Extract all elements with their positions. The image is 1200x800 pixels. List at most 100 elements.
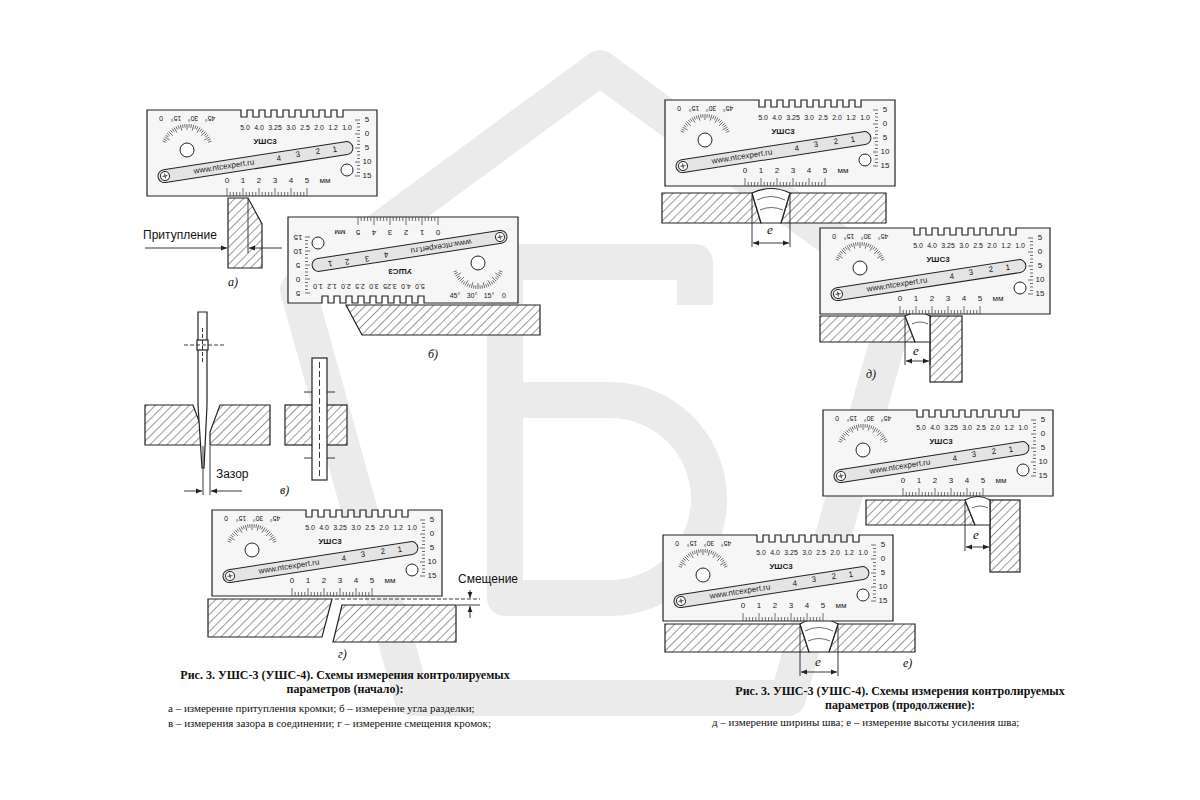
- ruler-tick: [361, 217, 362, 221]
- ruler-tick: [301, 592, 302, 596]
- ruler-tick: [349, 592, 350, 596]
- scale-number: 4.0: [930, 424, 940, 431]
- scale-number: 5.0: [756, 549, 766, 556]
- ruler-tick: [954, 492, 955, 496]
- extension-line: [457, 605, 480, 606]
- scale-tick: [422, 551, 425, 552]
- gauge-drawing: [147, 110, 377, 196]
- scale-tick: [420, 576, 425, 577]
- ruler-tick: [944, 492, 945, 496]
- scale-tick: [875, 120, 878, 121]
- gauge-hole: [857, 589, 869, 601]
- ruler-tick: [784, 617, 785, 621]
- ruler-tick: [370, 217, 371, 221]
- angle-tick: [717, 555, 719, 558]
- scale-tick: [357, 144, 360, 145]
- ruler-tick: [243, 188, 244, 196]
- scale-number: 3.0: [369, 283, 379, 290]
- ruler-tick: [434, 217, 435, 221]
- scale-number: 4: [805, 602, 809, 610]
- scale-tick: [422, 569, 425, 570]
- callout-label: Смещение: [458, 573, 518, 586]
- extension-line: [800, 626, 801, 676]
- scale-number: мм: [996, 477, 1007, 485]
- scale-number: 2: [344, 256, 350, 265]
- callout-label: Зазор: [216, 468, 249, 481]
- ruler-tick: [233, 192, 234, 196]
- plate: [781, 193, 886, 223]
- angle-tick: [270, 535, 273, 537]
- scale-number: УШС3: [769, 563, 792, 571]
- ruler-tick: [796, 182, 797, 186]
- angle-tick: [201, 130, 203, 133]
- weld-bead: [965, 497, 990, 526]
- scale-number: 15: [879, 597, 888, 605]
- ruler-tick: [802, 182, 803, 186]
- angle-tick: [688, 120, 690, 123]
- ruler-tick: [751, 182, 752, 186]
- scale-tick: [1033, 469, 1036, 470]
- ruler-tick: [294, 192, 295, 196]
- dimension-letter: е: [973, 528, 979, 542]
- weld-bead: [800, 619, 838, 653]
- scale-tick: [305, 279, 310, 280]
- angle-tick: [241, 526, 242, 529]
- scale-number: 15°: [847, 415, 858, 422]
- scale-number: 3.0: [959, 242, 969, 249]
- scale-number: мм: [838, 167, 849, 175]
- angle-tick: [187, 124, 188, 130]
- angle-tick: [881, 435, 884, 437]
- ruler-tick: [362, 592, 363, 596]
- scale-tick: [422, 523, 425, 524]
- ruler-tick: [793, 178, 794, 186]
- scale-number: 15: [363, 172, 372, 180]
- extension-line: [248, 198, 249, 253]
- plate: [930, 316, 962, 382]
- angle-tick: [265, 529, 267, 532]
- ruler-tick: [789, 182, 790, 186]
- scale-number: 0: [901, 477, 905, 485]
- ruler-tick: [367, 217, 368, 221]
- scale-number: 3: [946, 295, 950, 303]
- ruler-tick: [745, 178, 746, 186]
- scale-tick: [420, 548, 425, 549]
- ruler-tick: [307, 188, 308, 196]
- scale-number: 15°: [689, 105, 700, 112]
- scale-number: 45°: [270, 515, 281, 522]
- angle-tick: [163, 139, 166, 140]
- scale-number: 1.2: [393, 524, 403, 531]
- weld-layer: [757, 197, 785, 201]
- angle-tick: [696, 116, 697, 119]
- figure-letter: г): [338, 648, 347, 661]
- scale-number: 3.25: [944, 424, 958, 431]
- scale-tick: [873, 555, 876, 556]
- gauge-hole: [245, 543, 259, 557]
- figure-letter: б): [428, 348, 438, 361]
- scale-tick: [422, 558, 425, 559]
- welding-gauge: 015°30°45°5.04.03.253.02.52.01.21.0УШС3w…: [288, 217, 518, 303]
- angle-tick: [870, 245, 873, 250]
- scale-number: 5: [430, 544, 434, 552]
- ruler-tick: [970, 492, 971, 496]
- scale-number: 30°: [864, 415, 875, 422]
- scale-number: 4: [289, 177, 293, 185]
- angle-tick: [680, 562, 685, 565]
- figure-letter: д): [866, 368, 876, 381]
- scale-number: 10: [294, 247, 303, 255]
- scale-tick: [357, 158, 360, 159]
- scale-tick: [1030, 269, 1033, 270]
- scale-tick: [871, 587, 876, 588]
- angle-tick: [495, 273, 500, 276]
- angle-tick: [228, 541, 231, 542]
- ruler-tick: [271, 192, 272, 196]
- scale-tick: [873, 552, 876, 553]
- scale-number: 30°: [188, 115, 199, 122]
- angle-tick: [858, 424, 860, 427]
- scale-number: мм: [335, 228, 346, 236]
- angle-tick: [688, 554, 690, 557]
- ruler-tick: [255, 192, 256, 196]
- angle-tick: [846, 430, 848, 433]
- angle-tick: [182, 124, 184, 127]
- scale-number: 2: [322, 577, 326, 585]
- dimension-letter: е: [815, 655, 821, 669]
